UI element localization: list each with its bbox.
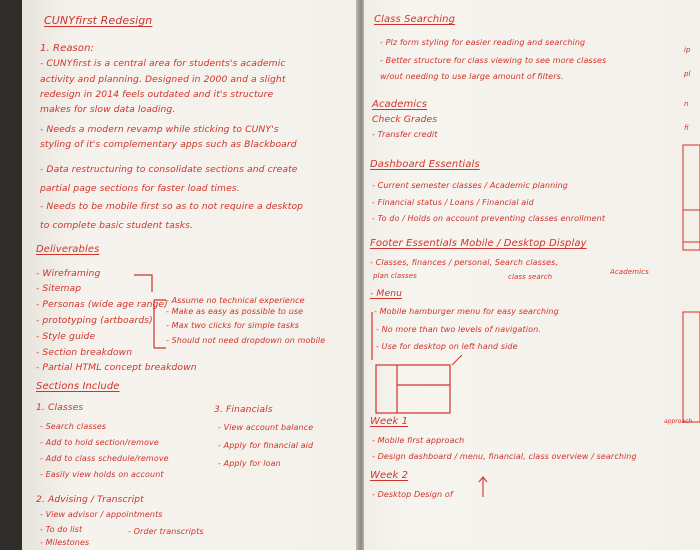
week-1-heading: Week 1 — [370, 416, 409, 427]
edge-note: approach — [664, 418, 693, 425]
right-line: - Use for desktop on left hand side — [376, 342, 518, 351]
right-line: Academics — [610, 268, 649, 276]
edge-note: n — [684, 100, 689, 108]
left-line: - To do list — [40, 525, 83, 534]
left-line: 1. Reason: — [40, 43, 94, 54]
right-line: - Classes, finances / personal, Search c… — [370, 258, 559, 267]
right-line: - Financial status / Loans / Financial a… — [372, 198, 534, 207]
left-note: - Max two clicks for simple tasks — [166, 321, 300, 330]
left-line: partial page sections for faster load ti… — [40, 183, 240, 194]
left-line: activity and planning. Designed in 2000 … — [40, 74, 286, 85]
sections-heading: Sections Include — [36, 381, 120, 392]
left-line: - prototyping (artboards) — [36, 315, 153, 326]
left-line: 3. Financials — [214, 404, 273, 415]
left-line: makes for slow data loading. — [40, 104, 176, 115]
right-line: - Mobile hamburger menu for easy searchi… — [374, 307, 559, 316]
right-line: - Plz form styling for easier reading an… — [380, 38, 586, 47]
left-line: redesign in 2014 feels outdated and it's… — [40, 89, 274, 100]
left-line: - View advisor / appointments — [40, 510, 163, 519]
right-notebook-page — [364, 0, 700, 550]
left-line: - Apply for financial aid — [218, 441, 314, 450]
left-note: - Make as easy as possible to use — [166, 307, 304, 316]
left-line: - View account balance — [218, 423, 314, 432]
left-line: 1. Classes — [36, 402, 84, 413]
right-line: - No more than two levels of navigation. — [376, 325, 541, 334]
right-page-title: Class Searching — [374, 14, 456, 25]
left-line: - Personas (wide age range) — [36, 299, 168, 310]
left-line: - Partial HTML concept breakdown — [36, 362, 197, 373]
menu-heading: - Menu — [370, 288, 403, 299]
right-line: - Transfer credit — [372, 130, 438, 139]
footer-heading: Footer Essentials Mobile / Desktop Displ… — [370, 238, 587, 249]
left-line: - Section breakdown — [36, 347, 133, 358]
left-line: - Milestones — [40, 538, 90, 547]
left-line: - CUNYfirst is a central area for studen… — [40, 58, 286, 69]
left-line: - Add to hold section/remove — [40, 438, 159, 447]
left-line: - Data restructuring to consolidate sect… — [40, 164, 298, 175]
edge-note: fi — [684, 124, 689, 132]
deliverables-heading: Deliverables — [36, 244, 100, 255]
next-page-edge — [676, 40, 700, 550]
left-line: 2. Advising / Transcript — [36, 494, 144, 505]
left-note: - Should not need dropdown on mobile — [166, 336, 326, 345]
left-line: to complete basic student tasks. — [40, 220, 194, 231]
left-line: - Needs a modern revamp while sticking t… — [40, 124, 279, 135]
left-line: - Order transcripts — [128, 527, 204, 536]
right-line: - Better structure for class viewing to … — [380, 56, 607, 65]
right-line: - Mobile first approach — [372, 436, 465, 445]
edge-note: ip — [684, 46, 691, 54]
left-line: styling of it's complementary apps such … — [40, 139, 297, 150]
right-line: class search — [508, 273, 553, 281]
left-line: - Style guide — [36, 331, 96, 342]
left-page-title: CUNYfirst Redesign — [44, 14, 153, 27]
left-line: - Sitemap — [36, 283, 82, 294]
academics-heading: Academics — [372, 99, 428, 110]
right-line: - Desktop Design of — [372, 490, 453, 499]
right-line: plan classes — [373, 272, 417, 280]
right-line: Check Grades — [372, 114, 438, 125]
notebook-gutter — [356, 0, 366, 550]
right-line: w/out needing to use large amount of fil… — [380, 72, 564, 81]
left-note: - Assume no technical experience — [166, 296, 305, 305]
left-line: - Apply for loan — [218, 459, 281, 468]
left-line: - Wireframing — [36, 268, 101, 279]
right-line: - To do / Holds on account preventing cl… — [372, 214, 606, 223]
left-line: - Needs to be mobile first so as to not … — [40, 201, 304, 212]
left-line: - Add to class schedule/remove — [40, 454, 169, 463]
week-2-heading: Week 2 — [370, 470, 409, 481]
right-line: - Current semester classes / Academic pl… — [372, 181, 568, 190]
edge-note: pl — [684, 70, 691, 78]
right-line: - Design dashboard / menu, financial, cl… — [372, 452, 637, 461]
left-notebook-page — [22, 0, 360, 550]
dashboard-heading: Dashboard Essentials — [370, 159, 480, 170]
left-line: - Search classes — [40, 422, 107, 431]
left-line: - Easily view holds on account — [40, 470, 164, 479]
